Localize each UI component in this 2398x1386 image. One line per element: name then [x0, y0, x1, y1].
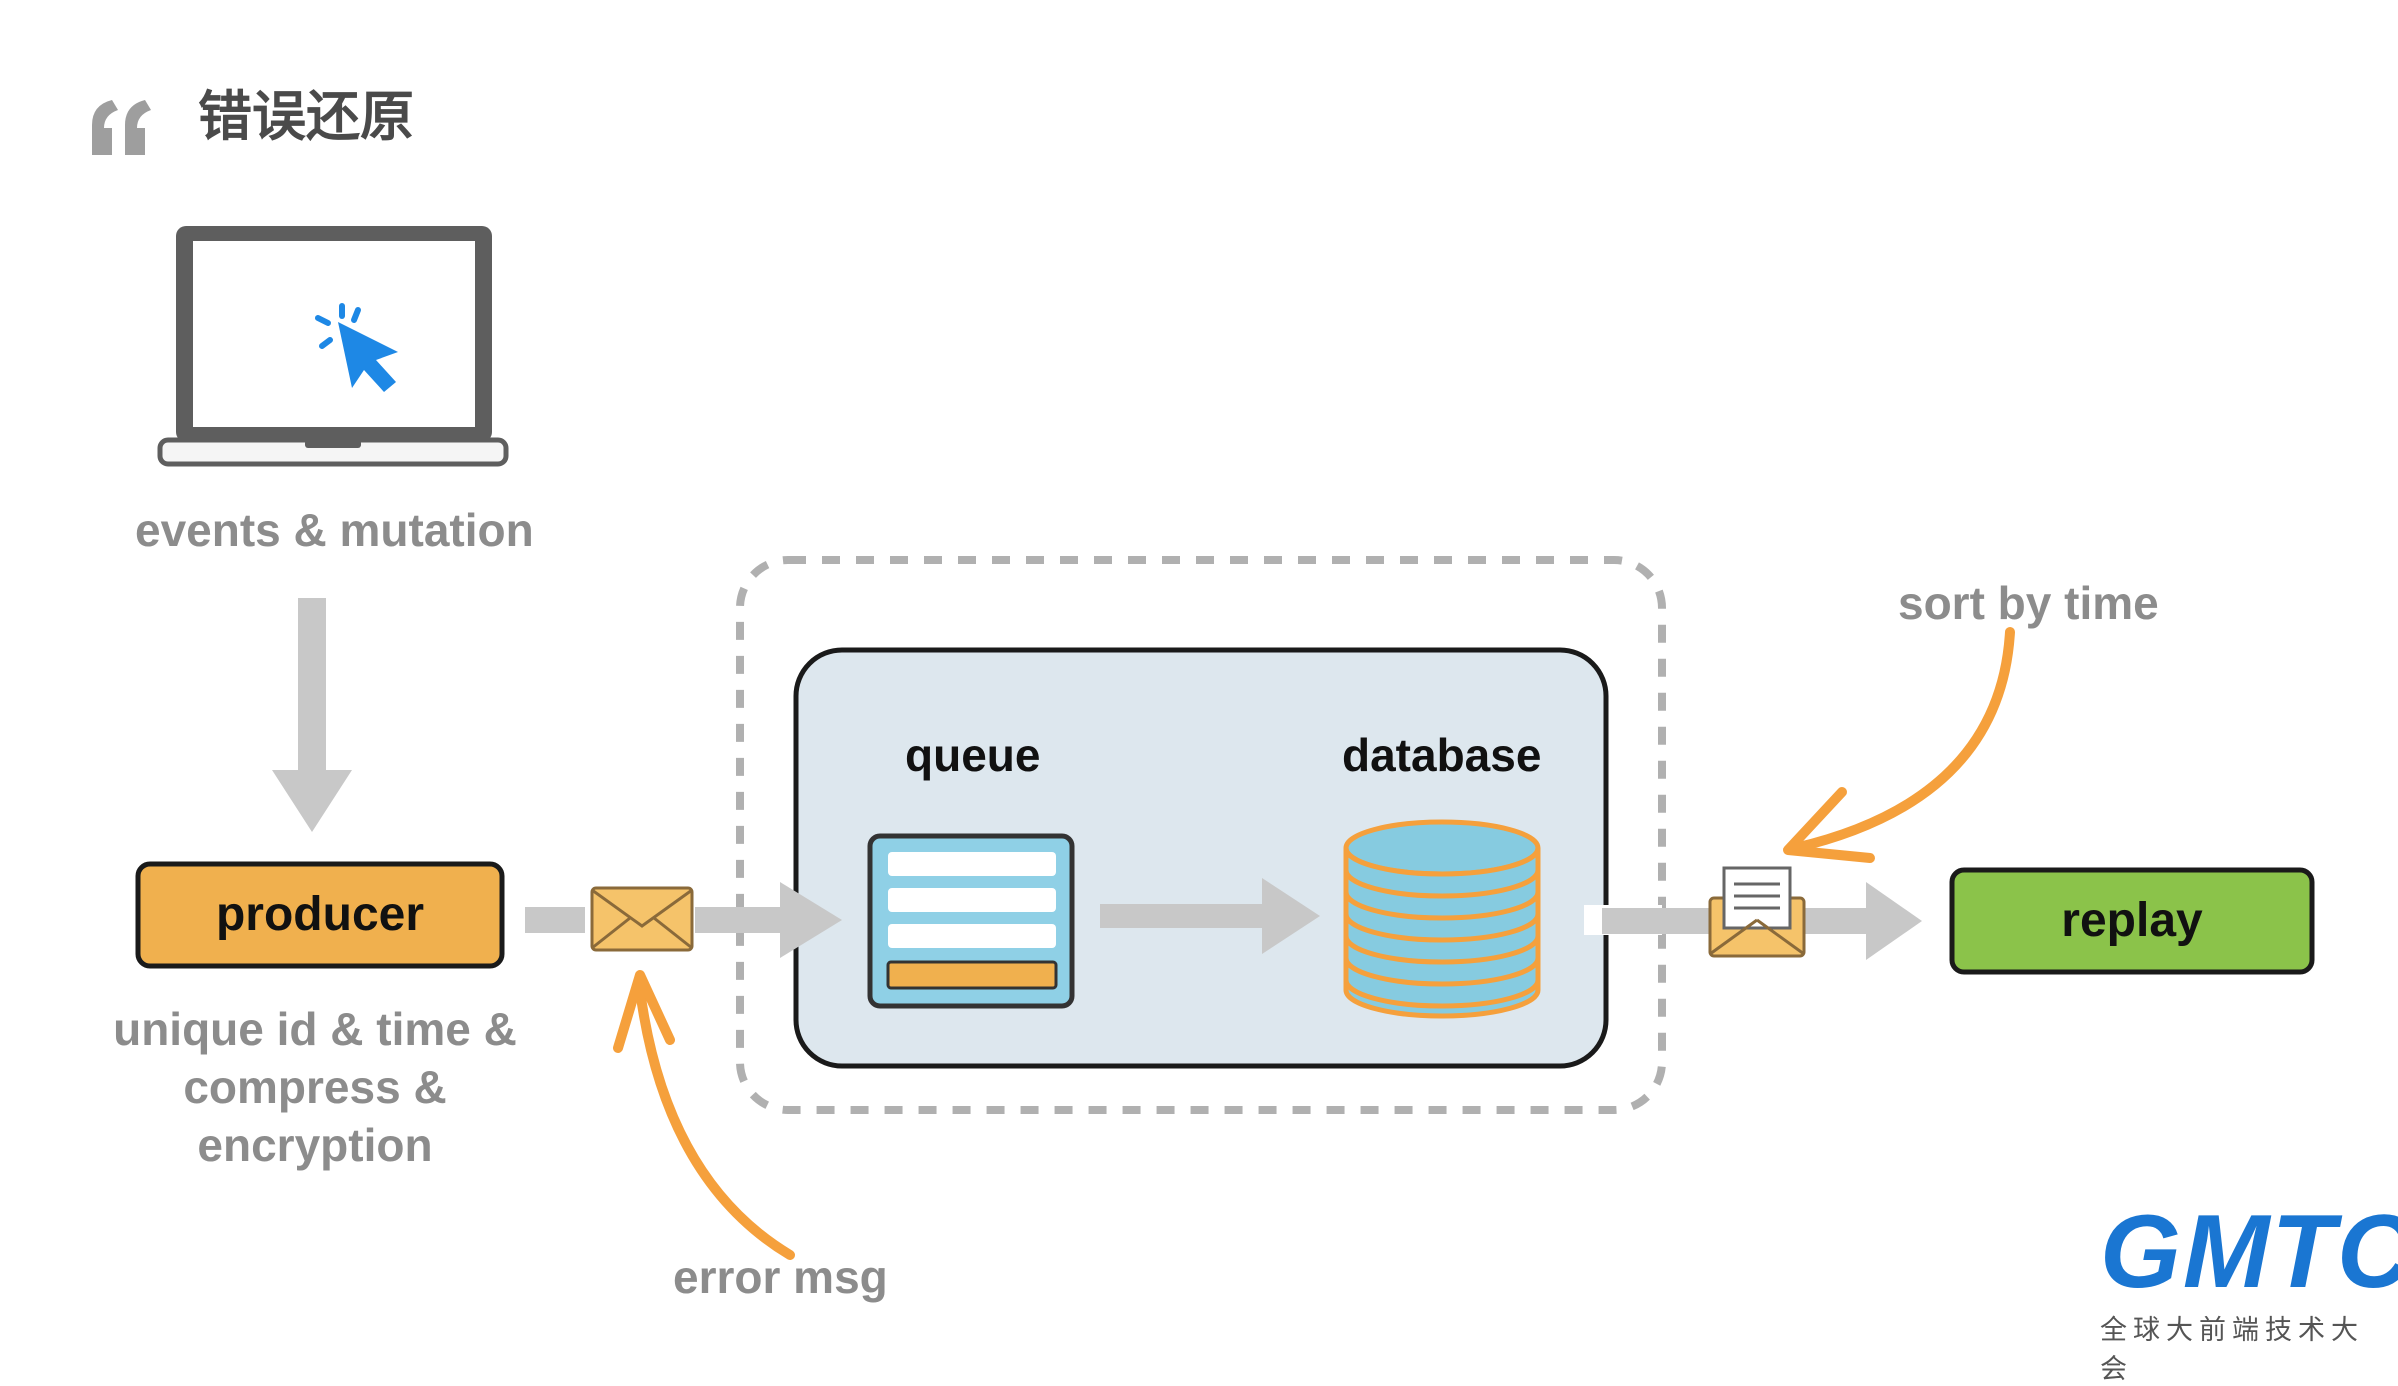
sort-by-time-caption: sort by time	[1898, 577, 2159, 629]
sort-by-time-arrow	[1783, 627, 2015, 863]
database-label: database	[1342, 729, 1542, 781]
arrow-database-to-replay	[1584, 882, 1922, 960]
events-caption: events & mutation	[135, 504, 534, 556]
producer-caption: unique id & time & compress & encryption	[113, 1003, 517, 1171]
error-msg-arrow	[613, 970, 795, 1260]
gmtc-logo: GMTC 全球大前端技术大会	[2100, 1194, 2398, 1386]
replay-label: replay	[2061, 894, 2203, 947]
replay-box	[1949, 867, 2315, 975]
cursor-click-icon	[315, 303, 398, 392]
queue-icon	[867, 833, 1075, 1009]
laptop-icon	[157, 226, 509, 467]
diagram-canvas	[92, 100, 2315, 1260]
open-envelope-icon	[1708, 866, 1806, 958]
slide-title: 错误还原	[198, 85, 414, 148]
logo-wordmark: GMTC	[2100, 1194, 2398, 1310]
queue-label: queue	[905, 729, 1041, 781]
outer-dashed-container	[736, 556, 1666, 1114]
quote-icon	[92, 100, 151, 155]
producer-box	[135, 861, 505, 969]
envelope-icon	[590, 886, 694, 952]
down-arrow	[272, 598, 352, 832]
error-msg-caption: error msg	[673, 1251, 888, 1303]
logo-subtitle: 全球大前端技术大会	[2100, 1315, 2364, 1385]
slide: 错误还原 events & mutation producer unique i…	[92, 85, 2398, 1385]
arrow-queue-to-database	[1100, 878, 1320, 954]
database-icon	[1343, 819, 1541, 1019]
producer-label: producer	[215, 888, 425, 941]
arrow-producer-to-queue	[525, 882, 842, 958]
